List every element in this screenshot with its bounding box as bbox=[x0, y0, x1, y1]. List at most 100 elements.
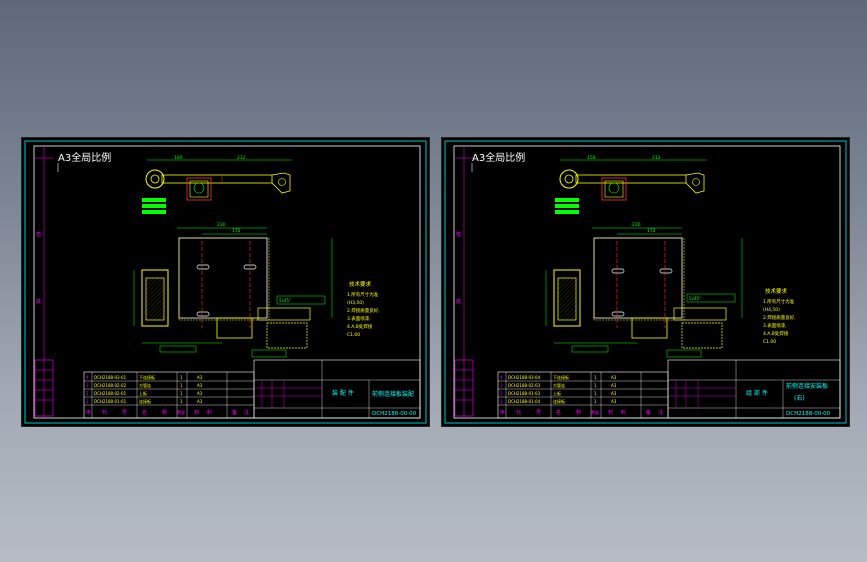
svg-text:1: 1 bbox=[594, 375, 597, 380]
svg-text:5x45°: 5x45° bbox=[689, 296, 701, 301]
svg-text:序: 序 bbox=[500, 409, 505, 416]
svg-text:1: 1 bbox=[594, 383, 597, 388]
top-view: 158 212 bbox=[555, 155, 707, 214]
svg-text:注: 注 bbox=[244, 409, 249, 416]
svg-text:(H3,50): (H3,50) bbox=[347, 300, 364, 306]
svg-text:4.A,B处焊接: 4.A,B处焊接 bbox=[763, 330, 789, 337]
svg-text:连接板: 连接板 bbox=[139, 398, 151, 404]
title-block: 组 部 件 前侧连接安装板 (右) DCH2188-00-00 bbox=[667, 359, 841, 419]
svg-text:4: 4 bbox=[86, 375, 89, 380]
svg-text:料: 料 bbox=[621, 409, 626, 416]
svg-text:称: 称 bbox=[162, 409, 167, 416]
svg-text:230: 230 bbox=[217, 222, 226, 228]
drawing-name: 前侧连接安装板 bbox=[786, 382, 828, 390]
svg-text:1: 1 bbox=[86, 399, 89, 404]
svg-text:代: 代 bbox=[102, 409, 107, 416]
scale-label: A3全局比例 bbox=[58, 151, 111, 164]
svg-text:技术要求: 技术要求 bbox=[765, 287, 788, 295]
svg-text:C1.00: C1.00 bbox=[347, 332, 360, 338]
svg-text:代: 代 bbox=[516, 409, 521, 416]
svg-text:下连接板: 下连接板 bbox=[553, 374, 569, 380]
svg-text:DCH2188-02-02: DCH2188-02-02 bbox=[94, 383, 127, 388]
svg-text:DCH2188-01-04: DCH2188-01-04 bbox=[508, 399, 541, 404]
front-view: 230 172 5x45° bbox=[133, 222, 333, 358]
svg-text:方管连: 方管连 bbox=[139, 382, 151, 388]
svg-text:连接板: 连接板 bbox=[553, 398, 565, 404]
svg-text:上板: 上板 bbox=[553, 390, 561, 396]
drawing-sheet-right[interactable]: 借 底 A3全局比例 158 212 230 172 bbox=[441, 137, 850, 427]
svg-text:下连接板: 下连接板 bbox=[139, 374, 155, 380]
parts-list: 4 DCH2188-03-01 下连接板 1 A3 3 DCH2188-02-0… bbox=[83, 371, 255, 419]
svg-text:3.表面喷漆,: 3.表面喷漆, bbox=[347, 315, 371, 322]
title-block: 装 配 件 前侧连接板装配 DCH2188-00-00 bbox=[253, 359, 421, 419]
svg-text:172: 172 bbox=[647, 228, 656, 234]
svg-text:借: 借 bbox=[36, 231, 41, 238]
svg-text:数量: 数量 bbox=[177, 409, 185, 415]
svg-text:号: 号 bbox=[536, 410, 541, 416]
svg-text:备: 备 bbox=[646, 409, 651, 416]
svg-text:DCH2188-02-01: DCH2188-02-01 bbox=[94, 391, 127, 396]
svg-text:4: 4 bbox=[500, 375, 503, 380]
drawing-canvas: 借 底 A3全局比例 180 212 230 bbox=[24, 140, 427, 424]
svg-text:号: 号 bbox=[122, 410, 127, 416]
svg-text:1: 1 bbox=[594, 399, 597, 404]
svg-text:180: 180 bbox=[174, 155, 183, 161]
drawing-name: 前侧连接板装配 bbox=[372, 390, 414, 398]
svg-text:DCH2188-02-03: DCH2188-02-03 bbox=[508, 383, 541, 388]
svg-text:方管连: 方管连 bbox=[553, 382, 565, 388]
outer-frame bbox=[444, 140, 847, 424]
svg-text:212: 212 bbox=[652, 155, 661, 161]
svg-text:1: 1 bbox=[500, 399, 503, 404]
svg-text:A3: A3 bbox=[197, 383, 203, 388]
svg-text:名: 名 bbox=[142, 409, 147, 416]
drawing-canvas: 借 底 A3全局比例 158 212 230 172 bbox=[444, 140, 847, 424]
outer-frame bbox=[24, 140, 427, 424]
svg-text:A3: A3 bbox=[197, 399, 203, 404]
svg-text:底: 底 bbox=[36, 298, 41, 305]
svg-text:A3: A3 bbox=[611, 399, 617, 404]
svg-text:3.表面喷漆,: 3.表面喷漆, bbox=[763, 322, 787, 329]
svg-text:序: 序 bbox=[86, 409, 91, 416]
svg-text:A3: A3 bbox=[611, 391, 617, 396]
svg-text:230: 230 bbox=[632, 222, 641, 228]
svg-text:A3: A3 bbox=[197, 375, 203, 380]
svg-text:DCH2188-01-01: DCH2188-01-01 bbox=[94, 399, 127, 404]
svg-text:C1.00: C1.00 bbox=[763, 339, 776, 345]
drawing-number: DCH2188-00-00 bbox=[372, 411, 417, 417]
svg-text:DCH2188-03-01: DCH2188-03-01 bbox=[94, 375, 127, 380]
svg-text:A3: A3 bbox=[197, 391, 203, 396]
svg-text:4.A,B处焊接: 4.A,B处焊接 bbox=[347, 323, 373, 330]
svg-text:A3: A3 bbox=[611, 375, 617, 380]
svg-text:料: 料 bbox=[207, 409, 212, 416]
drawing-sheet-left[interactable]: 借 底 A3全局比例 180 212 230 bbox=[21, 137, 430, 427]
top-view: 180 212 bbox=[142, 155, 292, 214]
svg-text:2.焊接质量良好,: 2.焊接质量良好, bbox=[347, 307, 380, 314]
parts-list: 4 DCH2188-03-04 下连接板 1 A3 3 DCH2188-02-0… bbox=[497, 371, 669, 419]
svg-text:技术要求: 技术要求 bbox=[349, 280, 372, 288]
svg-text:1: 1 bbox=[180, 399, 183, 404]
svg-text:底: 底 bbox=[456, 298, 461, 305]
svg-text:212: 212 bbox=[237, 155, 246, 161]
scale-label: A3全局比例 bbox=[472, 151, 525, 164]
svg-text:组 部 件: 组 部 件 bbox=[746, 389, 768, 397]
svg-text:(H4,50): (H4,50) bbox=[763, 307, 780, 313]
svg-text:借: 借 bbox=[456, 231, 461, 238]
svg-text:172: 172 bbox=[232, 228, 241, 234]
svg-text:DCH2188-01-03: DCH2188-01-03 bbox=[508, 391, 541, 396]
svg-text:材: 材 bbox=[608, 409, 613, 416]
svg-text:A3: A3 bbox=[611, 383, 617, 388]
svg-text:2.焊接质量良好,: 2.焊接质量良好, bbox=[763, 314, 796, 321]
technical-notes: 技术要求 1.所有尺寸为准 (H3,50) 2.焊接质量良好, 3.表面喷漆, … bbox=[347, 280, 380, 338]
svg-text:3: 3 bbox=[86, 383, 89, 388]
svg-text:1: 1 bbox=[594, 391, 597, 396]
drawing-number: DCH2188-00-00 bbox=[786, 411, 831, 417]
revision-strip: 借 底 bbox=[34, 146, 54, 418]
svg-text:1: 1 bbox=[180, 383, 183, 388]
technical-notes: 技术要求 1.所有尺寸为准 (H4,50) 2.焊接质量良好, 3.表面喷漆, … bbox=[763, 287, 796, 345]
svg-text:名: 名 bbox=[556, 409, 561, 416]
svg-text:装 配 件: 装 配 件 bbox=[332, 389, 354, 397]
svg-text:5x45°: 5x45° bbox=[279, 298, 291, 303]
svg-text:DCH2188-03-04: DCH2188-03-04 bbox=[508, 375, 541, 380]
svg-text:上板: 上板 bbox=[139, 390, 147, 396]
svg-text:注: 注 bbox=[658, 409, 663, 416]
